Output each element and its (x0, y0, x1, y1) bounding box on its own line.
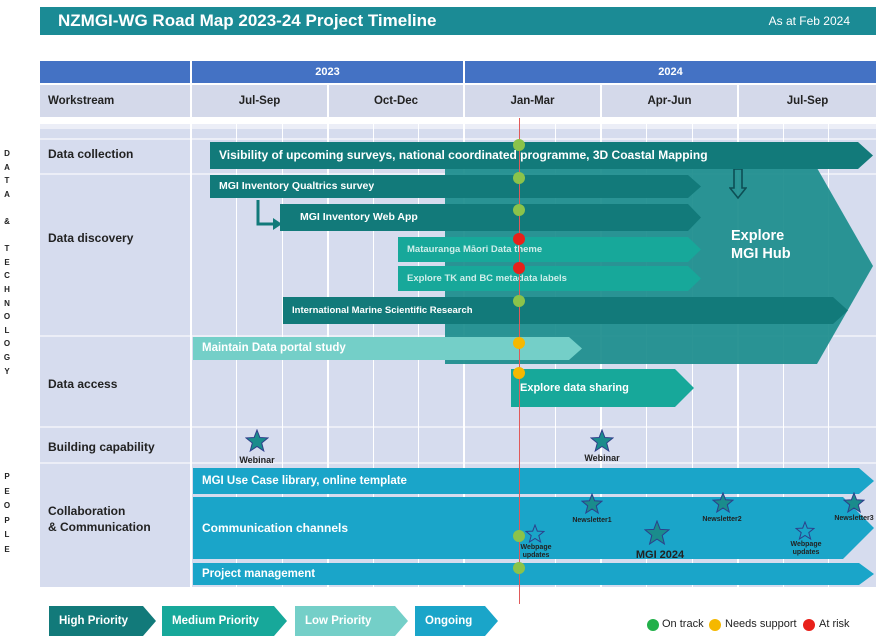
status-dot-on-track (513, 172, 525, 184)
status-dot-on-track (513, 295, 525, 307)
star-icon (843, 492, 865, 514)
legend-medium-priority: Medium Priority (172, 615, 259, 627)
legend-ongoing: Ongoing (425, 615, 473, 627)
bar-webapp: MGI Inventory Web App (300, 211, 418, 223)
legend-on-track: On track (662, 618, 704, 630)
row-label-collaboration: Collaboration & Communication (48, 504, 151, 534)
star-icon (712, 492, 734, 514)
bar-qualtrics: MGI Inventory Qualtrics survey (219, 180, 375, 192)
bar-shape-data-sharing (511, 369, 694, 407)
star-label-mgi-2024: MGI 2024 (635, 549, 685, 561)
star-label-newsletter1: Newsletter1 (572, 517, 612, 524)
legend-at-risk: At risk (819, 618, 850, 630)
status-dot-on-track (513, 562, 525, 574)
status-dot-at-risk (513, 233, 525, 245)
quarter-header: Apr-Jun (602, 85, 737, 117)
quarter-header: Jan-Mar (465, 85, 600, 117)
bar-shape-matauranga (398, 237, 701, 262)
status-dot-needs-support (513, 367, 525, 379)
grid-row-spacer (40, 129, 876, 138)
star-icon (590, 429, 614, 453)
legend-needs-support: Needs support (725, 618, 797, 630)
star-icon (525, 524, 545, 544)
bar-tk-bc: Explore TK and BC metadata labels (407, 273, 567, 284)
bar-shape-qualtrics (210, 175, 701, 198)
row-label-data-collection: Data collection (48, 147, 134, 161)
status-dot-on-track (513, 139, 525, 151)
bar-imsr: International Marine Scientific Research (292, 305, 473, 316)
bar-shape-visibility (210, 142, 873, 169)
star-label-webinar: Webinar (239, 455, 275, 465)
legend-dot-needs-support (709, 619, 721, 631)
year-2024: 2024 (465, 61, 876, 83)
star-label-newsletter2: Newsletter2 (702, 516, 742, 523)
legend-dot-on-track (647, 619, 659, 631)
legend-high-priority: High Priority (59, 615, 129, 627)
year-2023: 2023 (192, 61, 463, 83)
explore-hub-label: Explore MGI Hub (731, 228, 791, 262)
down-arrow-icon (729, 168, 747, 200)
star-label-webinar: Webinar (584, 453, 620, 463)
legend-shape-low (295, 606, 408, 636)
status-dot-on-track (513, 204, 525, 216)
status-dot-needs-support (513, 337, 525, 349)
star-icon (581, 493, 603, 515)
grid-line (190, 124, 192, 587)
quarter-header: Oct-Dec (329, 85, 463, 117)
bar-data-sharing: Explore data sharing (520, 382, 629, 394)
row-label-data-discovery: Data discovery (48, 231, 134, 245)
bar-shape-tk-bc (398, 266, 701, 291)
legend-shape-high (49, 606, 156, 636)
row-label-building-capability: Building capability (48, 440, 155, 454)
title-bar: NZMGI-WG Road Map 2023-24 Project Timeli… (40, 7, 876, 35)
page-title: NZMGI-WG Road Map 2023-24 Project Timeli… (58, 11, 437, 30)
year-header-blank (40, 61, 190, 83)
star-label-webpage-updates: Webpage updates (790, 541, 822, 556)
star-icon (245, 429, 269, 453)
bar-use-case: MGI Use Case library, online template (202, 475, 407, 487)
star-icon (795, 521, 815, 541)
legend-shape-ongoing (415, 606, 498, 636)
legend-low-priority: Low Priority (305, 615, 372, 627)
bar-matauranga: Matauranga Māori Data theme (407, 244, 543, 255)
grid-row-building-capability (40, 428, 876, 462)
star-label-newsletter3: Newsletter3 (834, 515, 874, 522)
bar-comm-channels: Communication channels (202, 521, 349, 535)
workstream-header: Workstream (40, 85, 190, 117)
bar-shape-webapp (280, 204, 701, 231)
bar-portal-study: Maintain Data portal study (202, 342, 346, 354)
bar-shape-project-mgmt (193, 563, 874, 585)
quarter-header: Jul-Sep (192, 85, 327, 117)
bar-shape-use-case (193, 468, 874, 494)
star-icon (644, 520, 670, 546)
row-label-data-access: Data access (48, 377, 118, 391)
bar-project-mgmt: Project management (202, 568, 316, 580)
grid-line (828, 124, 829, 587)
legend-dot-at-risk (803, 619, 815, 631)
elbow-arrow-icon (256, 200, 282, 230)
bar-shape-portal-study (193, 337, 582, 360)
today-line (519, 118, 520, 604)
date-label: As at Feb 2024 (768, 14, 850, 28)
bar-visibility: Visibility of upcoming surveys, national… (219, 148, 708, 162)
star-label-webpage-updates: Webpage updates (520, 544, 552, 559)
bar-shape-imsr (283, 297, 848, 324)
quarter-header: Jul-Sep (739, 85, 876, 117)
legend-shape-medium (162, 606, 287, 636)
status-dot-on-track (513, 530, 525, 542)
status-dot-at-risk (513, 262, 525, 274)
